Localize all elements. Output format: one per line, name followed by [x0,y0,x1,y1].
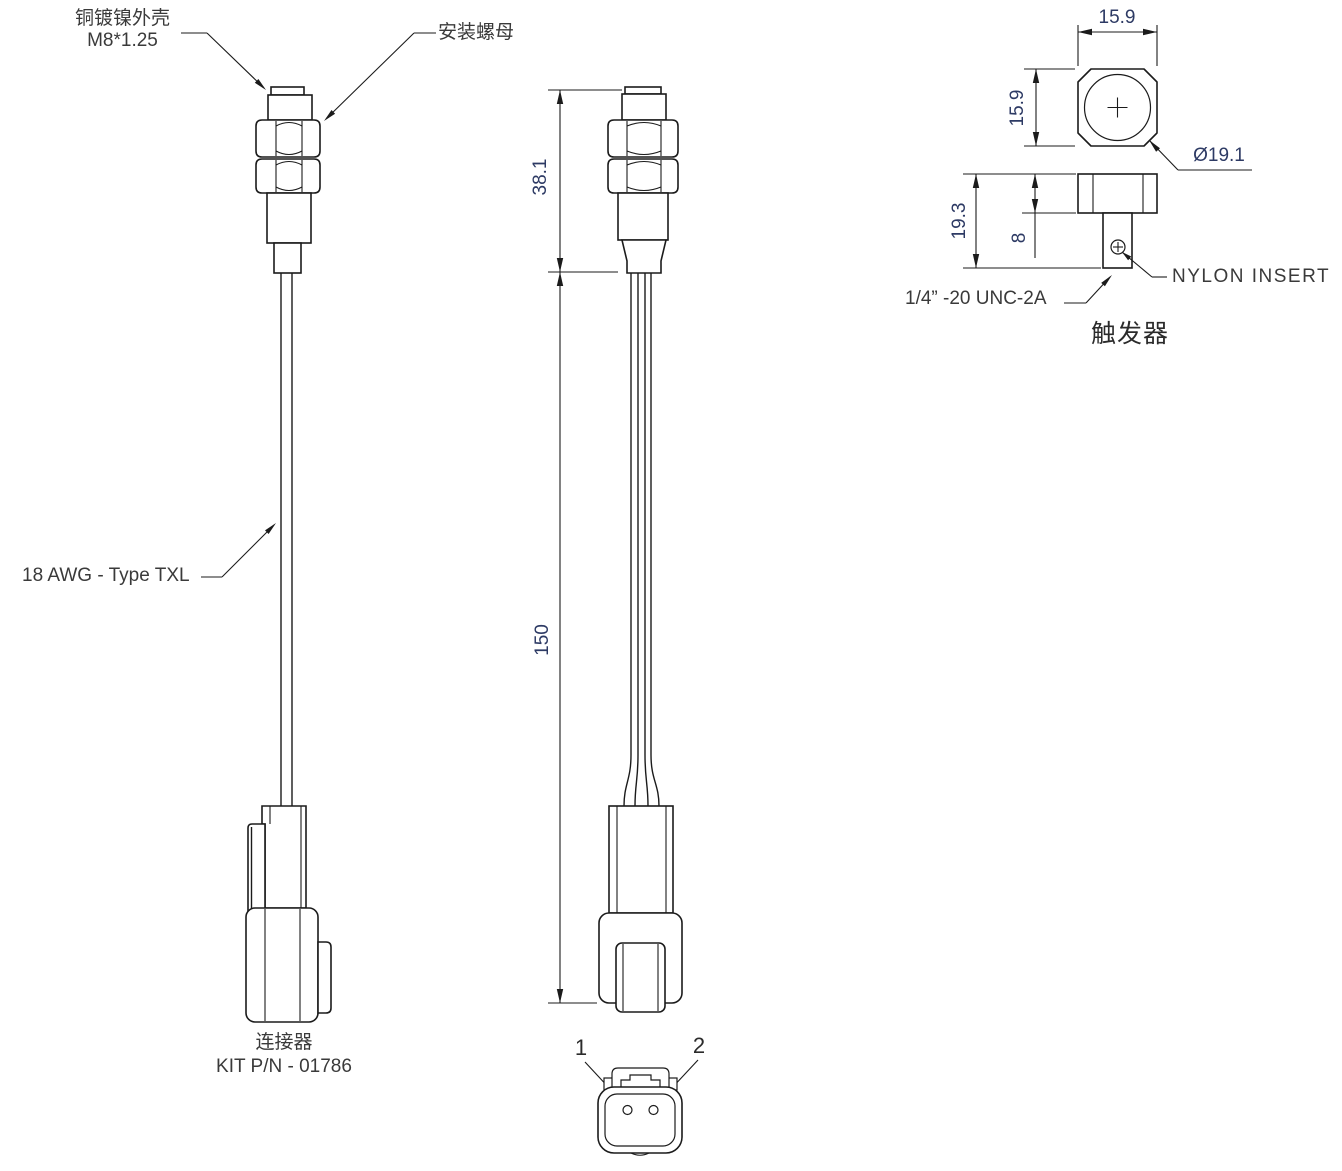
shell-callout: 铜镀镍外壳 M8*1.25 [40,8,205,52]
shell-callout-line1: 铜镀镍外壳 [74,8,170,29]
left-view-sensor [255,86,321,806]
nylon-insert-callout: NYLON INSERT [1172,266,1331,287]
bottom-view-connector [584,1059,699,1156]
pin-2-label: 2 [692,1033,706,1058]
dim-cable-length: 150 [532,624,553,656]
dim-trigger-height: 15.9 [1007,89,1028,127]
middle-view-sensor [607,86,679,807]
trigger-side-view [1077,173,1158,269]
thread-spec-callout: 1/4” -20 UNC-2A [905,288,1047,309]
mounting-nut-callout: 安装螺母 [438,22,515,43]
wire-gauge-callout: 18 AWG - Type TXL [22,565,190,586]
left-view-connector [245,805,332,1023]
middle-view-dimensions [548,89,622,1004]
callout-leaders [181,32,436,578]
trigger-side-dimensions [963,173,1167,304]
middle-view-connector [598,805,683,1013]
dim-sensor-length: 38.1 [530,158,551,196]
shell-callout-line2: M8*1.25 [87,30,158,51]
dim-trigger-width: 15.9 [1098,7,1136,28]
trigger-title: 触发器 [1090,320,1170,348]
trigger-top-view [1077,68,1158,147]
connector-label-cn: 连接器 [255,1032,313,1053]
dim-trigger-total-height: 19.3 [949,202,970,240]
dim-trigger-diameter: Ø19.1 [1193,145,1245,166]
dim-trigger-head-height: 8 [1009,232,1030,244]
trigger-top-dimensions [1024,25,1252,171]
pin-1-label: 1 [574,1035,588,1060]
kit-part-number: KIT P/N - 01786 [216,1056,352,1077]
